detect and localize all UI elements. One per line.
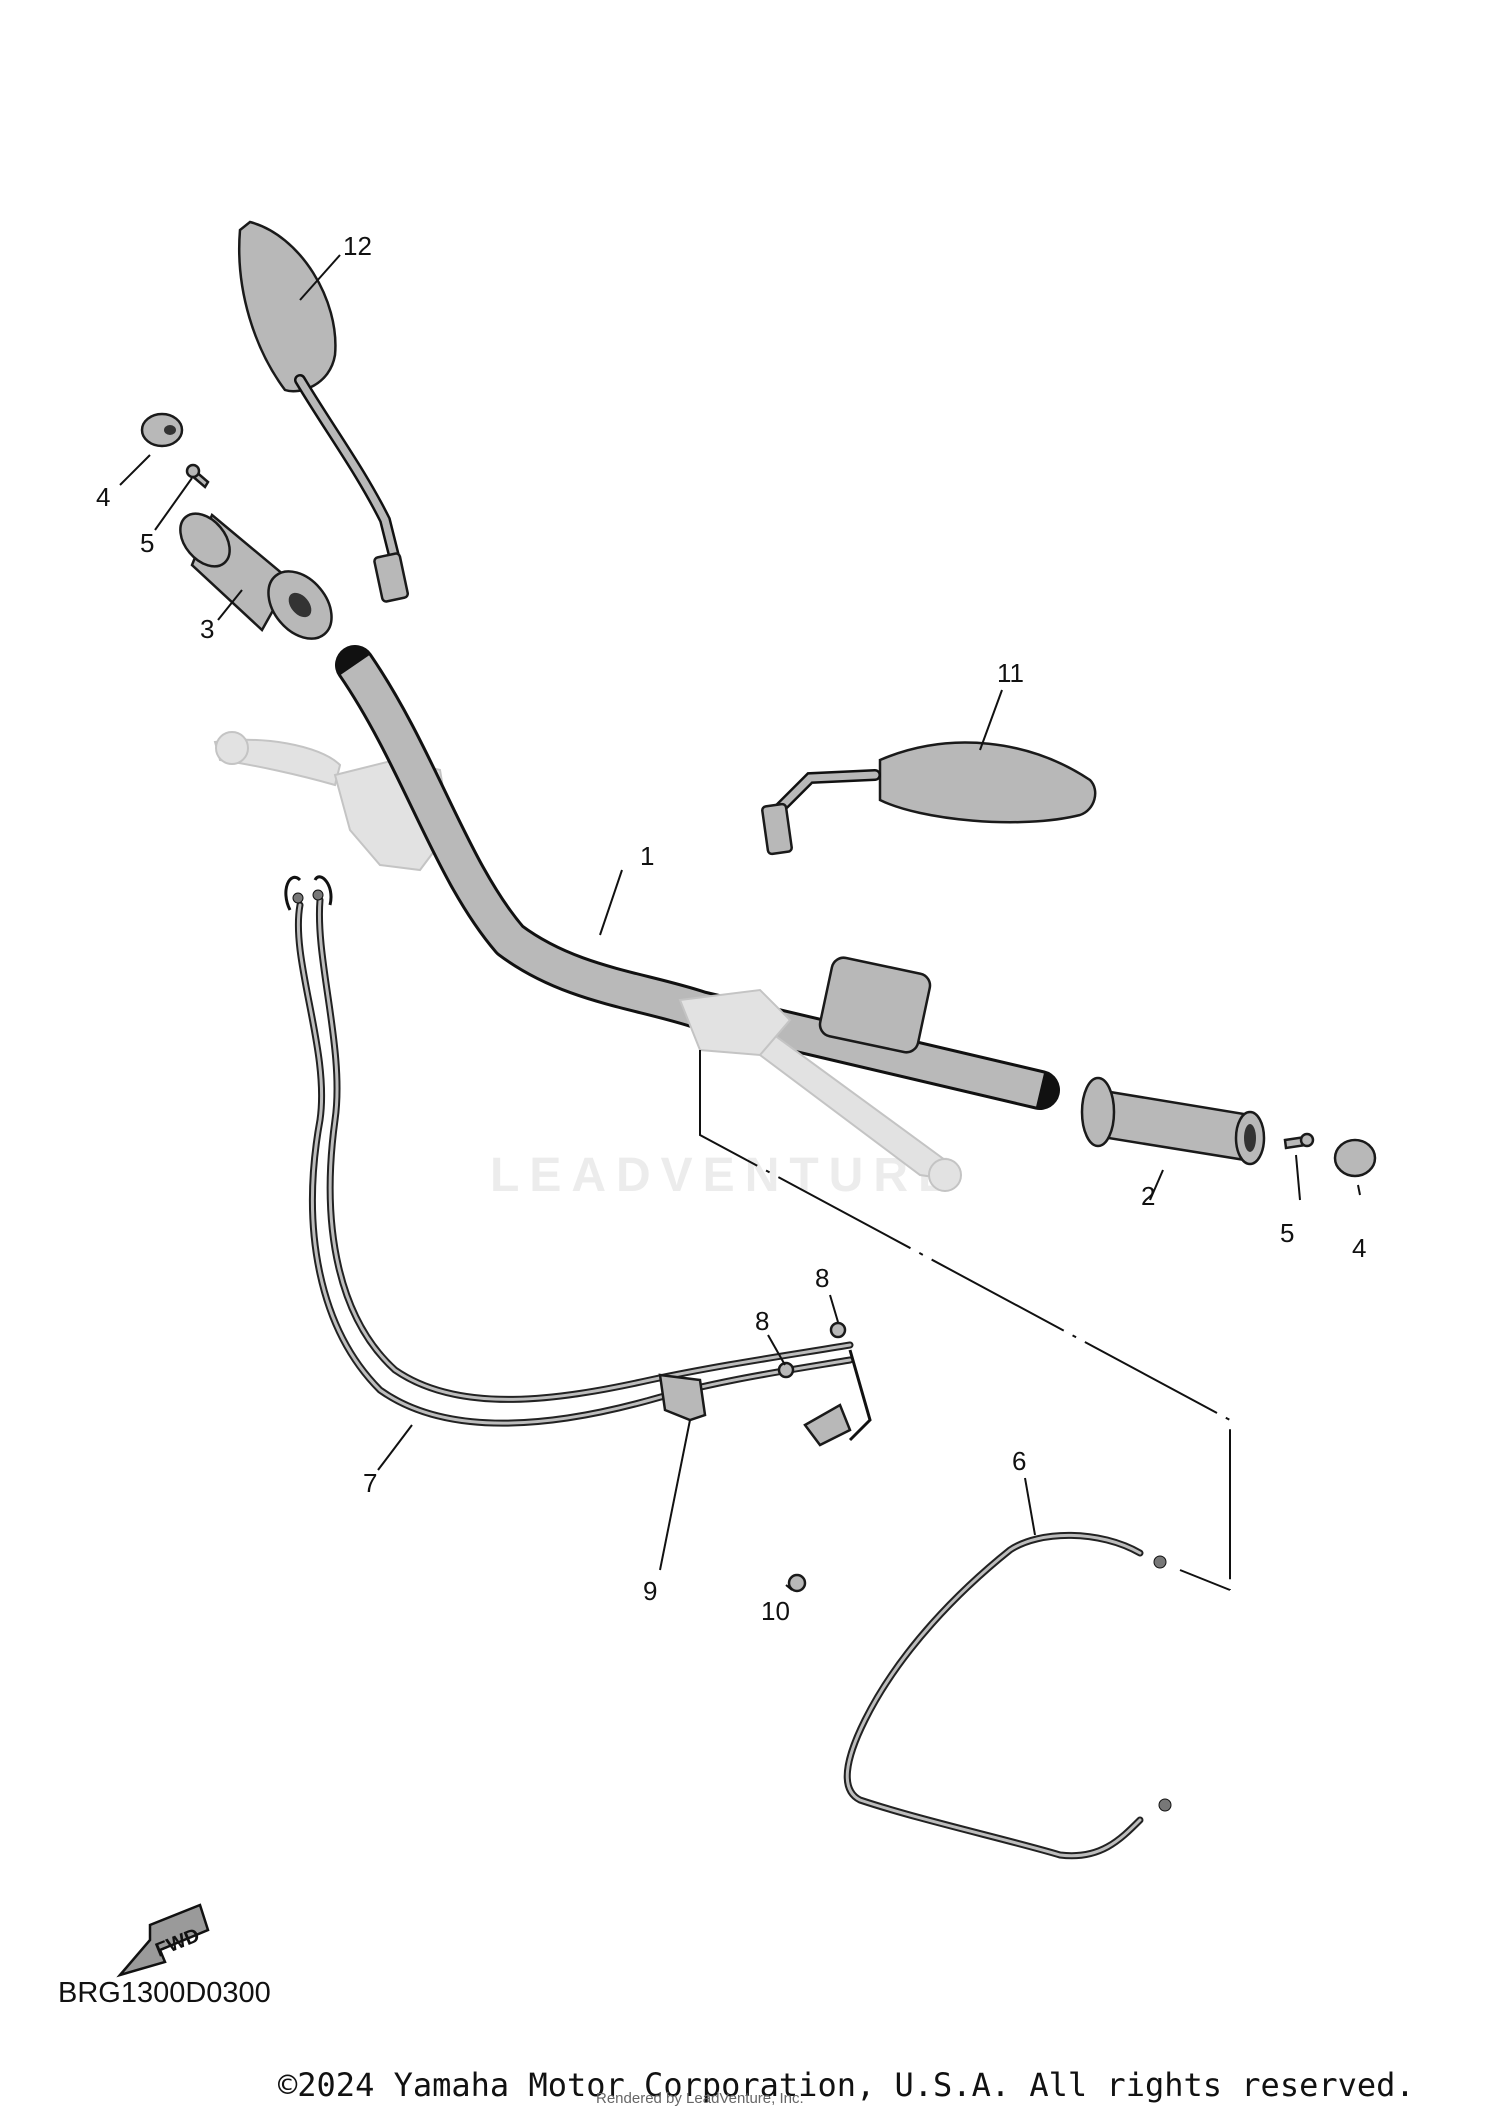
callout-4-left: 4 <box>96 482 110 512</box>
bracket-bolts <box>777 1321 847 1593</box>
callout-2: 2 <box>1141 1181 1155 1211</box>
callout-12: 12 <box>343 231 372 261</box>
clutch-cable <box>843 1531 1172 1860</box>
callout-11: 11 <box>997 658 1024 688</box>
callout-4-right: 4 <box>1352 1233 1366 1263</box>
callout-labels: 1 2 3 4 4 5 5 6 7 8 8 9 10 11 12 <box>96 231 1366 1626</box>
rendered-by-note: Rendered by LeadVenture, Inc. <box>596 2090 804 2107</box>
reference-dashes <box>699 1050 1231 1591</box>
callout-6: 6 <box>1012 1446 1026 1476</box>
copyright-notice: ©2024 Yamaha Motor Corporation, U.S.A. A… <box>278 2066 1415 2104</box>
callout-10: 10 <box>761 1596 790 1626</box>
left-mirror <box>238 220 410 603</box>
callout-5-right: 5 <box>1280 1218 1294 1248</box>
callout-5-left: 5 <box>140 528 154 558</box>
callout-8-left: 8 <box>755 1306 769 1336</box>
callout-8-right: 8 <box>815 1263 829 1293</box>
callout-9: 9 <box>643 1576 657 1606</box>
bar-end-weights <box>140 412 1377 1178</box>
right-lever-assembly <box>678 956 962 1192</box>
callout-3: 3 <box>200 614 214 644</box>
watermark-text: LEADVENTURE <box>490 1149 961 1202</box>
bar-end-screws <box>185 463 1315 1150</box>
fwd-arrow: FWD <box>116 1903 210 1978</box>
handlebar <box>335 645 1060 1110</box>
left-grip <box>179 512 333 640</box>
leader-lines <box>119 254 1361 1591</box>
right-mirror <box>761 741 1097 856</box>
cable-bracket <box>658 1373 852 1447</box>
right-grip <box>1080 1076 1266 1166</box>
diagram-code: BRG1300D0300 <box>58 1977 271 2009</box>
throttle-cables <box>284 875 872 1442</box>
callout-1: 1 <box>640 841 654 871</box>
callout-7: 7 <box>363 1468 377 1498</box>
